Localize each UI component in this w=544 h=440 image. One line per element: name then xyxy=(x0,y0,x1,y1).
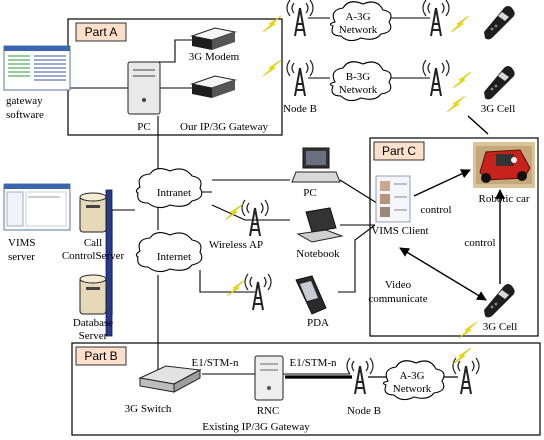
server-bus xyxy=(105,189,113,337)
desktop-pc-icon xyxy=(291,147,341,183)
vims-server-label-1: VIMS xyxy=(8,237,36,249)
video-label-1: Video xyxy=(385,279,412,291)
part-b-tag xyxy=(75,346,127,366)
cloud-shapes xyxy=(135,1,445,401)
part-b-label: Part B xyxy=(84,349,117,363)
mobile-phone-icon xyxy=(484,66,515,100)
wireless-link-icon xyxy=(226,279,246,297)
a3g-bottom-label-1: A-3G xyxy=(399,370,424,382)
node-b-top-label: Node B xyxy=(283,103,317,115)
wireless-link-icon xyxy=(452,347,472,365)
vims-server-label-2: server xyxy=(8,251,35,263)
robotic-car-photo xyxy=(473,142,535,188)
modem-icon xyxy=(190,75,237,98)
control-label-1: control xyxy=(420,204,451,216)
a3g-top-label-1: A-3G xyxy=(345,11,370,23)
call-control-server-icon xyxy=(79,192,107,233)
pc-tower-icon xyxy=(127,61,161,115)
db-server-label-1: Database xyxy=(73,317,113,329)
existing-gateway-label: Existing IP/3G Gateway xyxy=(202,421,310,433)
wireless-link-icon xyxy=(452,71,472,89)
vims-client-screenshot xyxy=(375,175,411,223)
wireless-link-icon xyxy=(262,59,282,77)
robotic-car-label: Robotic car xyxy=(478,193,529,205)
our-gateway-label: Our IP/3G Gateway xyxy=(180,121,268,133)
top-chain-lines xyxy=(308,17,430,79)
part-c-label: Part C xyxy=(382,144,416,158)
3g-switch-label: 3G Switch xyxy=(125,403,172,415)
mobile-phone-icon xyxy=(484,284,515,318)
part-a-label: Part A xyxy=(85,25,118,39)
part-c-box xyxy=(369,137,539,337)
rnc-server-icon xyxy=(254,355,284,401)
notebook-label: Notebook xyxy=(296,248,340,260)
internet-label: Internet xyxy=(157,251,191,263)
part-b-box xyxy=(71,342,541,436)
e1-label-1: E1/STM-n xyxy=(191,357,239,369)
gateway-software-label-2: software xyxy=(6,109,44,121)
a3g-top-label-2: Network xyxy=(339,24,378,36)
wireless-link-icon xyxy=(450,15,470,33)
antenna-tower-icon xyxy=(452,357,480,395)
database-server-icon xyxy=(79,274,107,315)
node-b-bottom-label: Node B xyxy=(347,405,381,417)
part-c-arrows xyxy=(399,115,505,301)
wireless-link-icon xyxy=(446,95,466,113)
call-server-label-2: ControlServer xyxy=(62,250,125,262)
part-c-tag xyxy=(373,141,425,161)
gateway-software-screenshot xyxy=(3,45,71,91)
rnc-label: RNC xyxy=(257,405,280,417)
gateway-software-label-1: gateway xyxy=(6,95,43,107)
pc-mid-label: PC xyxy=(303,187,316,199)
control-label-2: control xyxy=(464,237,495,249)
b3g-top-label-1: B-3G xyxy=(346,71,371,83)
vims-client-label: VIMS Client xyxy=(371,225,428,237)
wireless-ap-icon xyxy=(241,199,269,237)
call-server-label-1: Call xyxy=(84,237,102,249)
3g-switch-icon xyxy=(138,365,202,393)
pda-icon xyxy=(295,275,327,315)
part-a-tag xyxy=(75,22,127,42)
a3g-bottom-label-2: Network xyxy=(393,383,432,395)
3g-cell-top-label: 3G Cell xyxy=(481,103,516,115)
3g-cell-c-label: 3G Cell xyxy=(483,321,518,333)
b3g-top-label-2: Network xyxy=(339,84,378,96)
video-label-2: communicate xyxy=(368,293,427,305)
vims-server-screenshot xyxy=(3,183,71,231)
e1-label-2: E1/STM-n xyxy=(289,357,337,369)
notebook-icon xyxy=(296,207,344,243)
db-server-label-2: Server xyxy=(79,330,108,342)
mobile-phone-icon xyxy=(484,6,515,40)
pda-label: PDA xyxy=(307,317,329,329)
wireless-ap-label: Wireless AP xyxy=(209,239,263,251)
intranet-label: Intranet xyxy=(157,187,191,199)
modem-icon xyxy=(190,27,237,50)
pc-a-label: PC xyxy=(137,121,150,133)
modem-label: 3G Modem xyxy=(189,51,240,63)
